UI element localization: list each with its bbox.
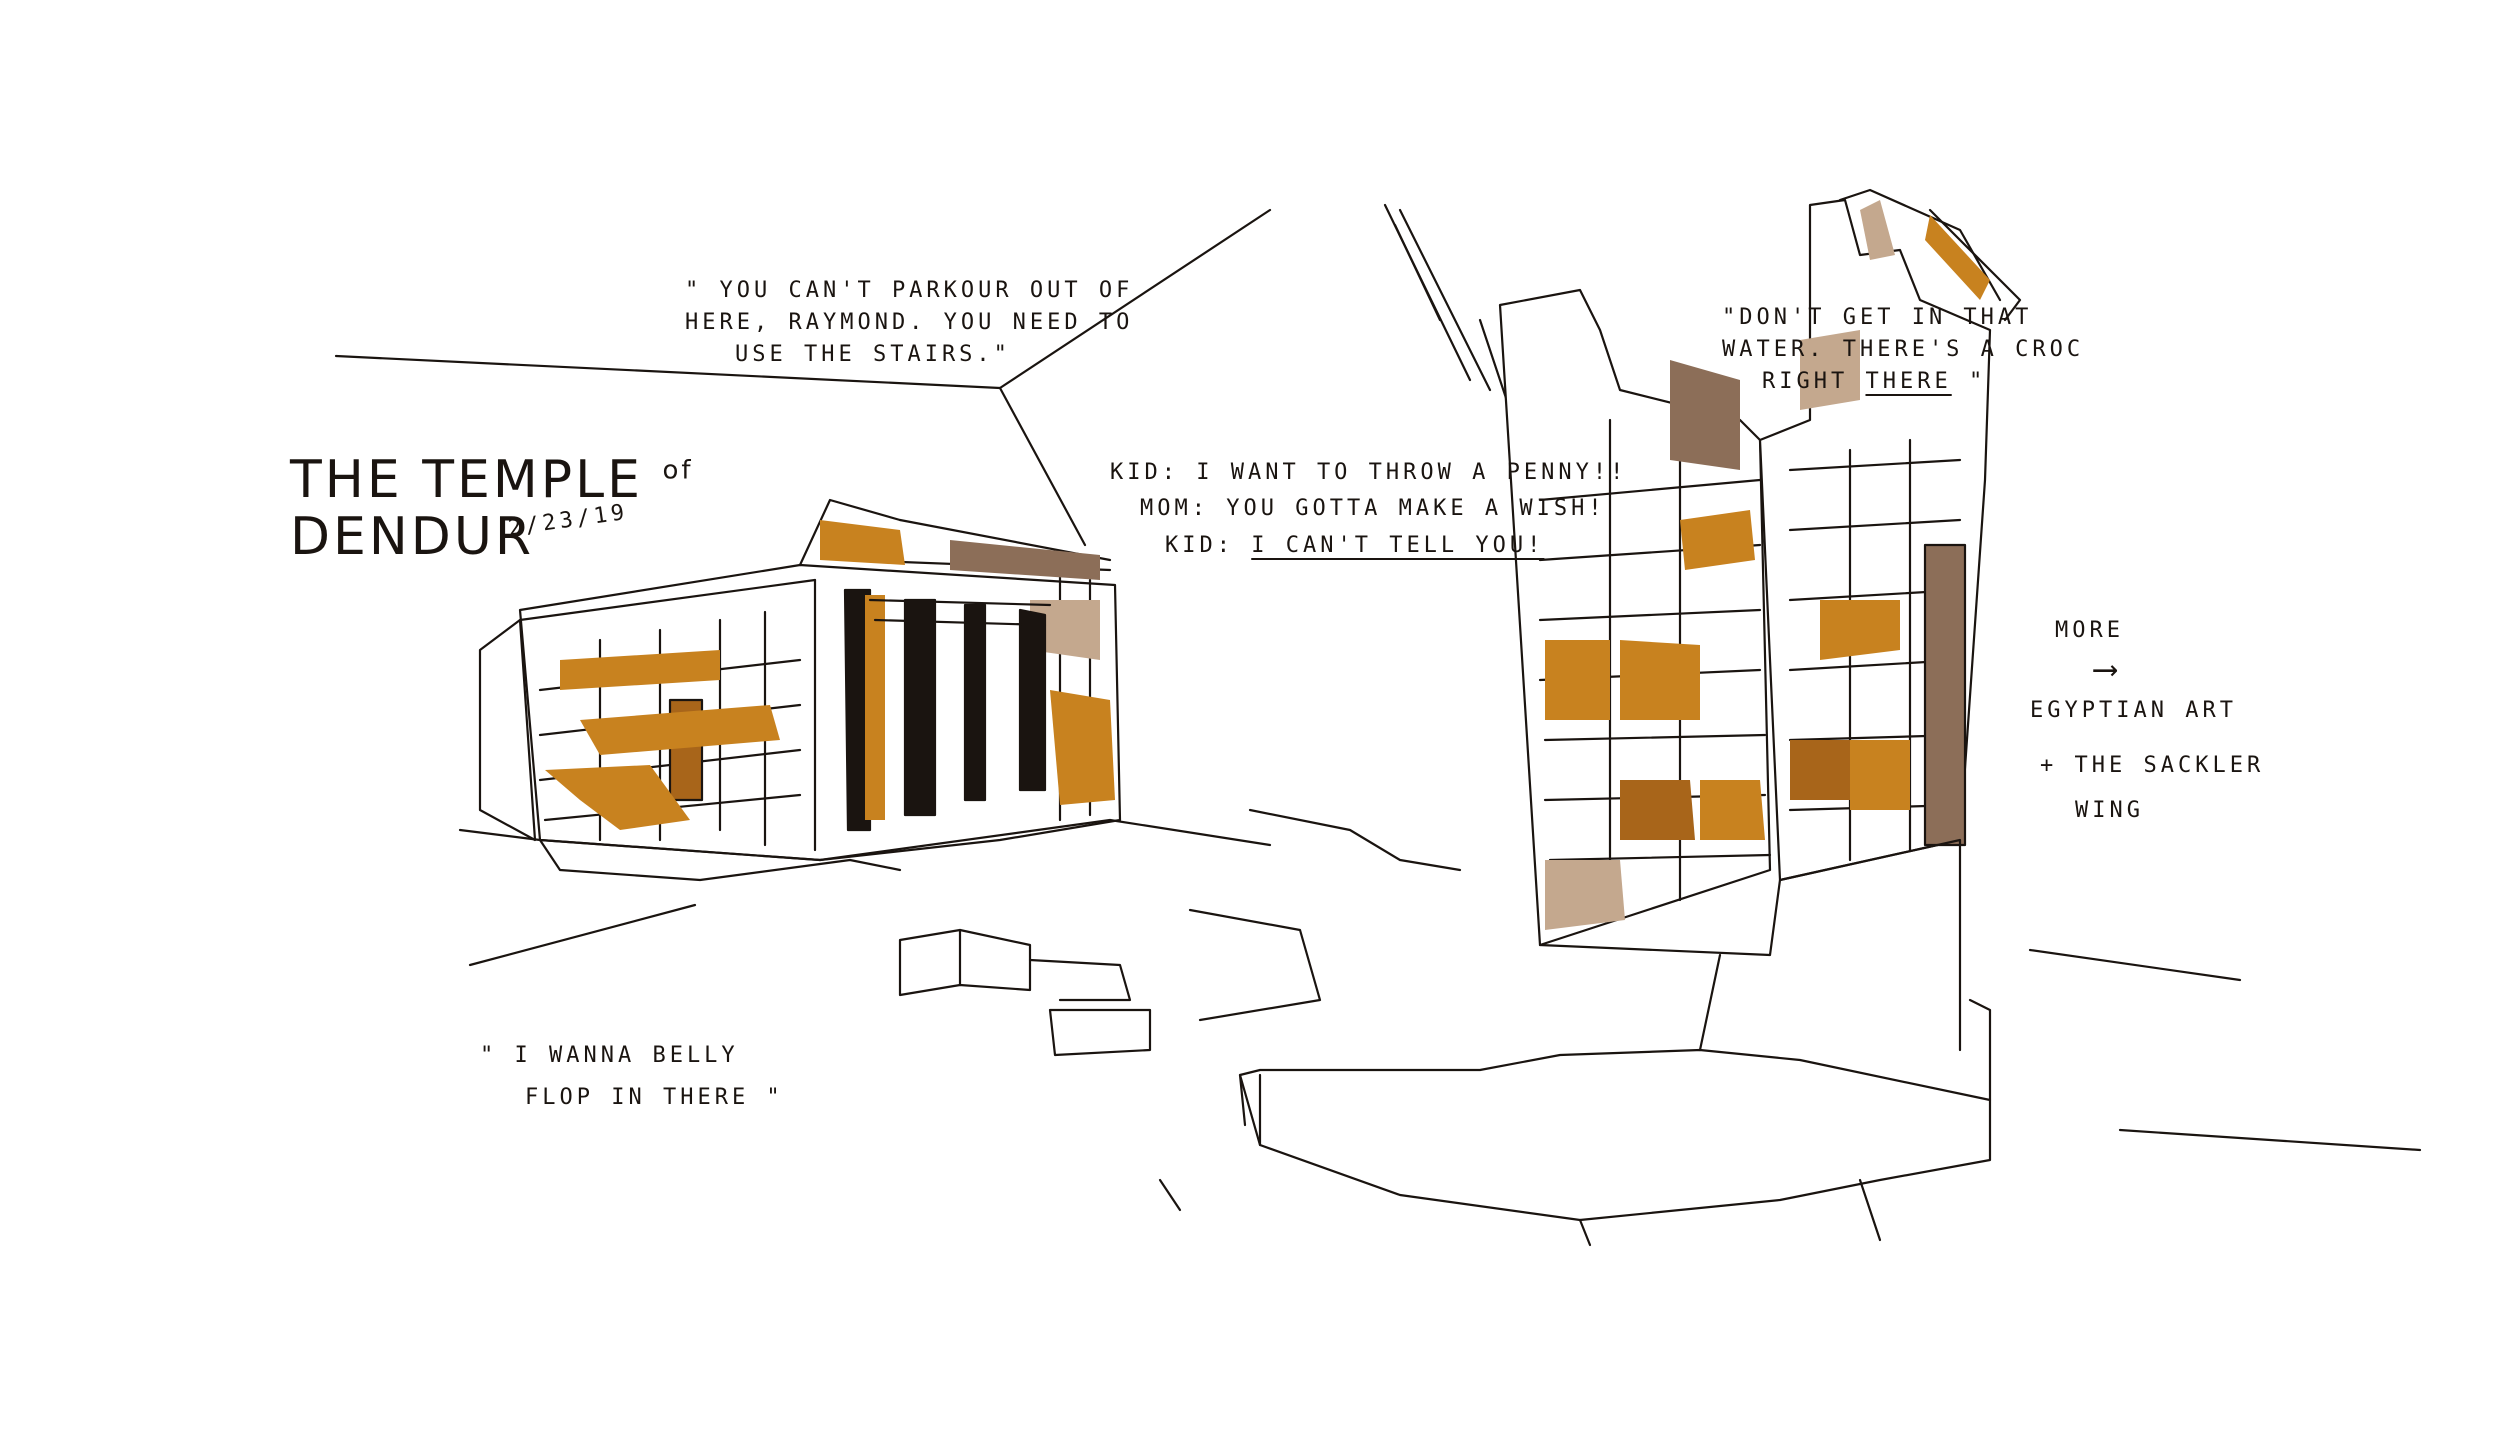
platform-and-stairs bbox=[458, 808, 1462, 1057]
title-of: of bbox=[662, 455, 694, 486]
quote-parkour-line-2: HERE, RAYMOND. YOU NEED TO bbox=[685, 309, 1134, 335]
quote-croc-line-1: "DON'T GET IN THAT bbox=[1722, 305, 2033, 330]
more-line-3: + THE SACKLER bbox=[2040, 753, 2265, 778]
more-line-4: WING bbox=[2075, 798, 2144, 823]
dialogue-kid-underlined: I CAN'T TELL YOU! bbox=[1251, 532, 1545, 558]
quote-belly-line-2: FLOP IN THERE " bbox=[525, 1084, 784, 1110]
quote-parkour: " YOU CAN'T PARKOUR OUT OF HERE, RAYMOND… bbox=[685, 275, 1133, 371]
quote-croc-prefix: RIGHT bbox=[1762, 368, 1849, 394]
dialogue-penny: KID: I WANT TO THROW A PENNY!! MOM: YOU … bbox=[1110, 455, 1627, 564]
sketch-title: THE TEMPLE of DENDUR bbox=[290, 450, 694, 568]
more-arrow-icon: ⟶ bbox=[2095, 649, 2120, 689]
temple-gate bbox=[1498, 188, 2022, 947]
room-outline bbox=[334, 203, 2422, 1152]
dialogue-line-1: KID: I WANT TO THROW A PENNY!! bbox=[1110, 460, 1628, 485]
quote-croc-suffix: " bbox=[1968, 368, 1987, 394]
more-label: MORE bbox=[2055, 618, 2124, 643]
quote-belly-line-1: " I WANNA BELLY bbox=[480, 1043, 739, 1068]
reflecting-pool bbox=[1158, 838, 1992, 1247]
quote-croc: "DON'T GET IN THAT WATER. THERE'S A CROC… bbox=[1722, 302, 2084, 398]
quote-parkour-line-1: " YOU CAN'T PARKOUR OUT OF bbox=[685, 278, 1134, 303]
quote-croc-line-2: WATER. THERE'S A CROC bbox=[1722, 336, 2085, 362]
dialogue-line-2: MOM: YOU GOTTA MAKE A WISH! bbox=[1140, 496, 1606, 522]
quote-croc-emph: THERE bbox=[1865, 368, 1952, 394]
quote-belly-flop: " I WANNA BELLY FLOP IN THERE " bbox=[480, 1035, 784, 1119]
more-line-2: EGYPTIAN ART bbox=[2030, 698, 2237, 723]
title-line-1: THE TEMPLE bbox=[290, 450, 643, 510]
dialogue-kid-prefix: KID: bbox=[1165, 532, 1234, 558]
quote-parkour-line-3: USE THE STAIRS." bbox=[735, 341, 1011, 367]
title-line-2: DENDUR bbox=[290, 507, 535, 568]
